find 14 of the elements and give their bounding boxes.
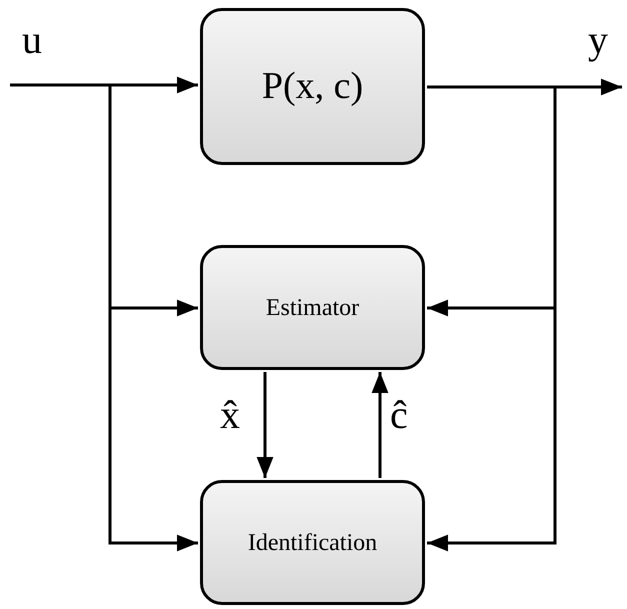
arrow (372, 372, 388, 478)
edge-label: ĉ (390, 395, 408, 435)
arrow (10, 84, 198, 552)
arrow (427, 86, 556, 552)
process-box (200, 480, 425, 605)
edge-label: u (22, 20, 42, 60)
box-label: Estimator (266, 294, 360, 322)
box-label: Identification (248, 528, 378, 558)
box-label: P(x, c) (262, 64, 364, 109)
edge-label: y (588, 20, 608, 60)
process-box (200, 8, 425, 165)
edge-label: x̂ (220, 395, 240, 435)
arrow (256, 372, 274, 478)
process-box (200, 245, 425, 370)
